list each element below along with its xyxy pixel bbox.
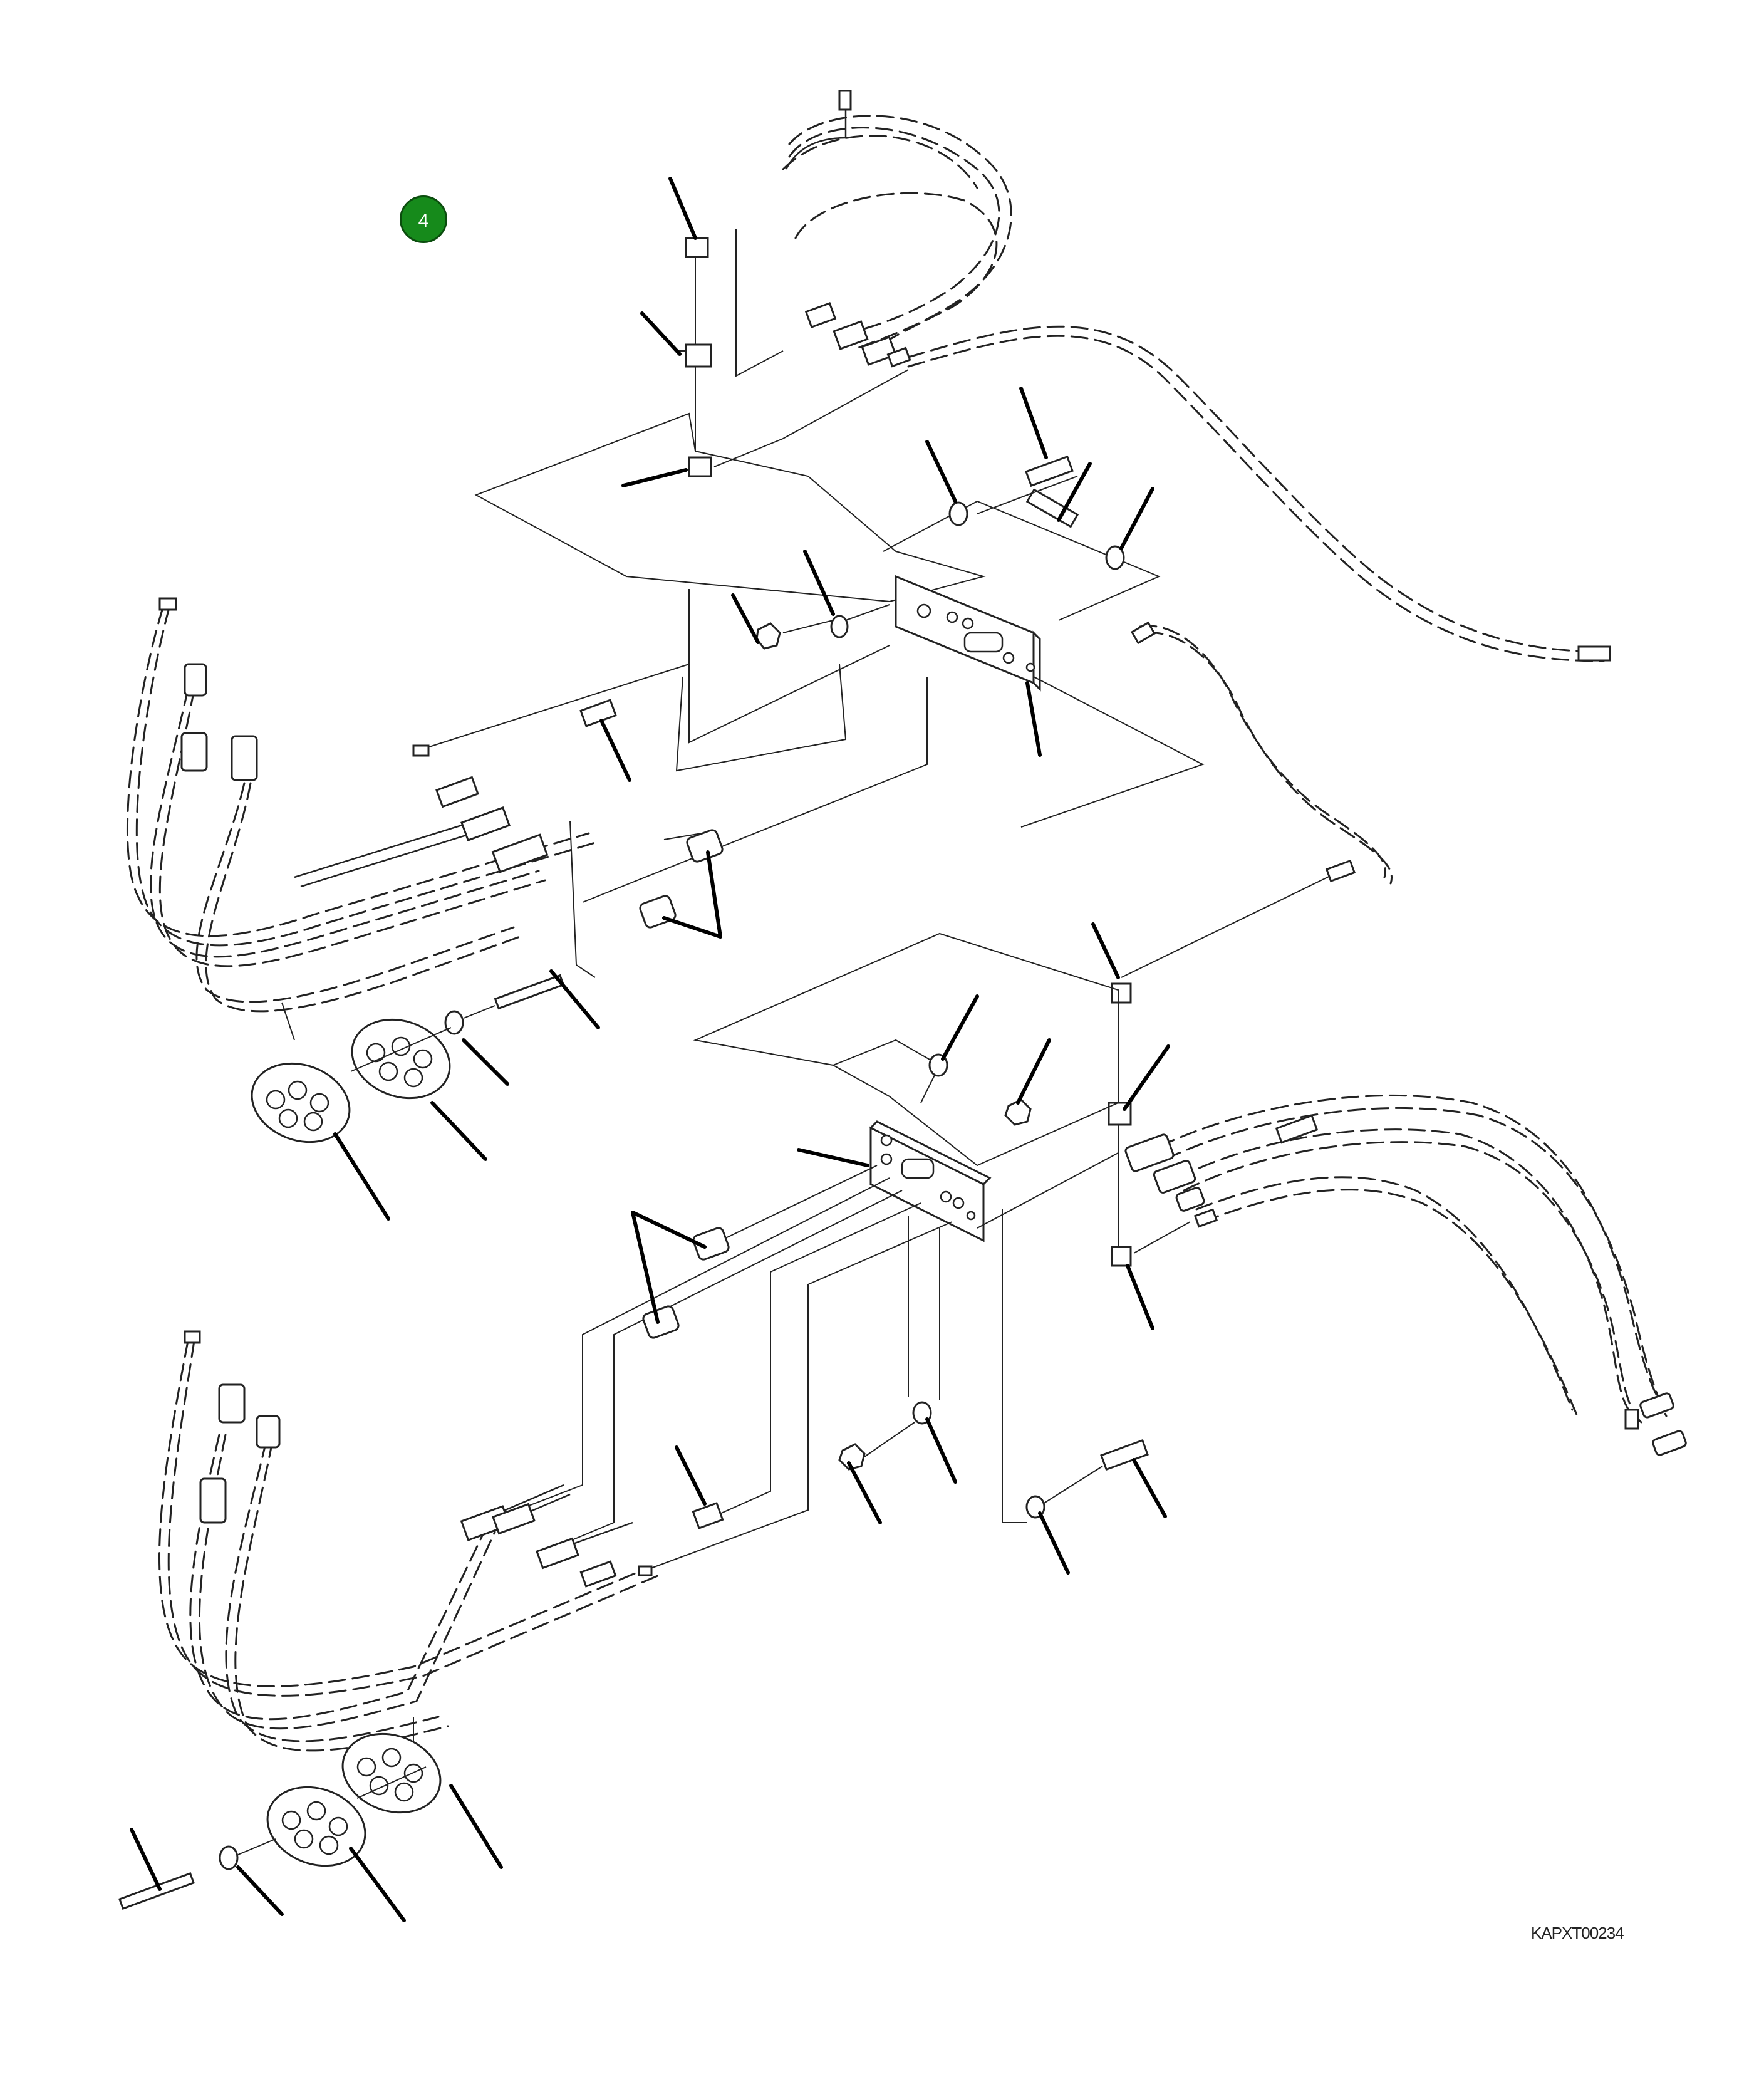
right-lower-hose-bundle: [1133, 1094, 1668, 1424]
upper-hardware: [755, 455, 1125, 650]
left-upper-hose-bundle: [127, 607, 596, 1041]
upper-left-grommets: [251, 974, 565, 1143]
left-upper-hose-fittings: [158, 597, 724, 929]
leader-lines: [130, 177, 1170, 1922]
left-lower-hose-bundle: [158, 1340, 659, 1752]
reference-code: KAPXT00234: [1531, 1924, 1624, 1942]
top-hose-fittings: [804, 90, 1611, 662]
upper-outline: [474, 412, 986, 603]
right-lower-hose-fittings: [1124, 1114, 1687, 1456]
right-middle-tee: [1108, 621, 1393, 1267]
upper-bracket: [895, 575, 1041, 692]
lower-routing: [501, 1152, 1119, 1573]
top-hose-bundle: [782, 94, 1605, 662]
lower-left-grommets: [118, 1732, 442, 1910]
left-lower-hose-fittings: [184, 1227, 730, 1588]
middle-routing: [413, 589, 1205, 978]
top-tee-assembly: [677, 229, 909, 477]
lower-outline: [693, 932, 1119, 1167]
lower-hardware: [838, 1053, 1149, 1523]
step-badge: 4: [400, 195, 447, 243]
lower-bracket: [869, 1120, 992, 1242]
